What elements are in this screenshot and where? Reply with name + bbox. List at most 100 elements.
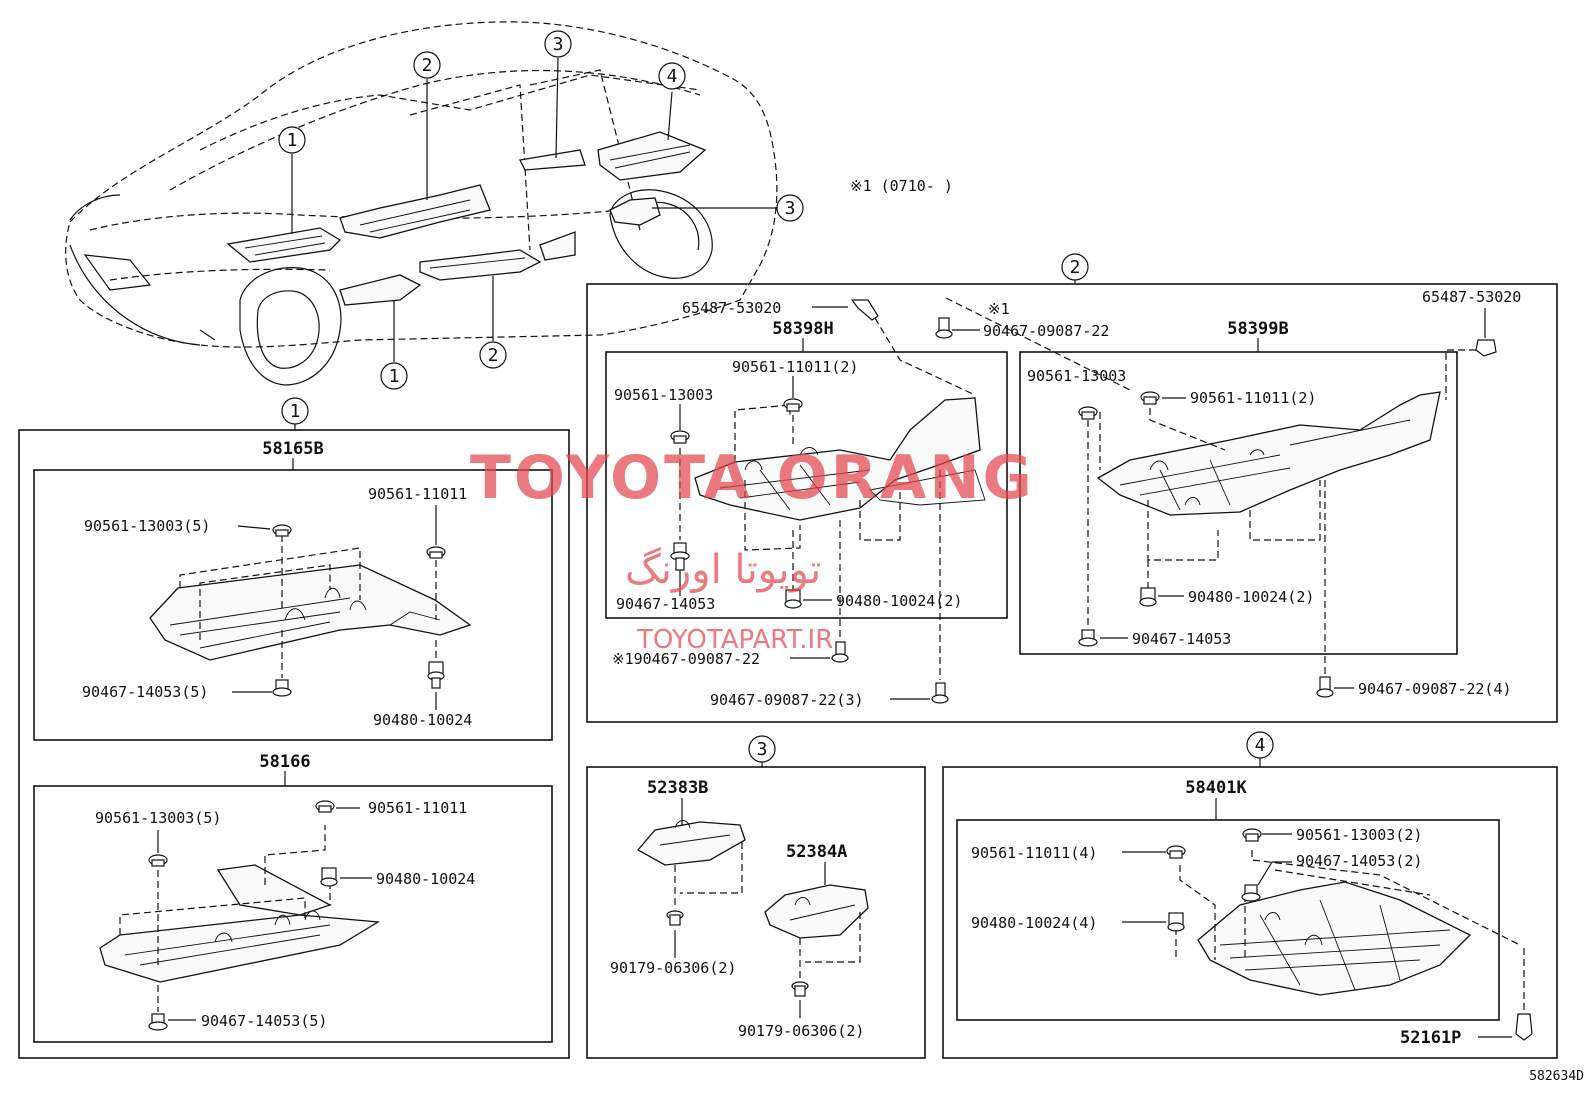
nut-90480-10024-b[interactable] — [320, 867, 338, 887]
label-65487-53020-left: 65487-53020 — [682, 299, 781, 317]
label-90480-10024: 90480-10024 — [373, 711, 472, 729]
clip-52161p[interactable] — [1515, 1013, 1533, 1041]
label-52161p: 52161P — [1400, 1028, 1461, 1048]
note-mark-prefix: ※1 — [612, 650, 634, 668]
nut-90480-10024-s2a[interactable] — [784, 589, 802, 609]
section-3-frame — [586, 766, 926, 1059]
clip-90467-09087-22-mid[interactable] — [831, 641, 849, 663]
label-90561-11011-b: 90561-11011 — [368, 799, 467, 817]
under-cover-58398h[interactable] — [694, 397, 981, 521]
section-3: 3 52383B 90179-06306(2) 52384A 90179-063… — [586, 735, 926, 1059]
overview-callout-2b[interactable]: 2 — [479, 341, 507, 369]
label-90467-09087-22-top: 90467-09087-22 — [983, 322, 1109, 340]
overview-callout-3[interactable]: 3 — [544, 30, 572, 58]
assy-58165b-header: 58165B — [262, 439, 323, 459]
bolt-90467-14053-s4[interactable] — [1241, 884, 1261, 902]
section-1-frame — [18, 429, 570, 1059]
label-90179-06306-2-a: 90179-06306(2) — [610, 959, 736, 977]
clip-90561-11011-s2b[interactable] — [1140, 391, 1160, 405]
overview-callout-3b[interactable]: 3 — [776, 194, 804, 222]
section-2-frame — [586, 283, 1558, 723]
clip-90561-11011-b[interactable] — [315, 800, 335, 813]
cover-52384a[interactable] — [764, 884, 869, 939]
figure-code: 582634D — [1529, 1069, 1584, 1084]
nut-90480-10024[interactable] — [427, 661, 445, 689]
label-90467-14053-2-s4: 90467-14053(2) — [1296, 852, 1422, 870]
overview-callout-2[interactable]: 2 — [413, 51, 441, 79]
watermark: TOYOTA ORANG تویوتا اورنگ TOYOTAPART.IR — [470, 443, 1035, 655]
overview-callout-1b[interactable]: 1 — [380, 362, 408, 390]
svg-text:1: 1 — [287, 130, 298, 151]
clip-90561-11011-s4[interactable] — [1166, 845, 1186, 859]
label-90480-10024-b: 90480-10024 — [376, 870, 475, 888]
svg-text:2: 2 — [422, 55, 433, 76]
clip-90561-11011-s2a[interactable] — [783, 398, 803, 412]
under-cover-58165b[interactable] — [149, 564, 472, 661]
clip-90179-06306-b[interactable] — [791, 981, 809, 997]
bolt-90467-14053[interactable] — [272, 679, 292, 697]
label-90480-10024-2-s2a: 90480-10024(2) — [836, 592, 962, 610]
clip-90561-13003-s2a[interactable] — [670, 430, 690, 444]
assy-58401k-header: 58401K — [1185, 778, 1247, 798]
label-90561-13003-2-s4: 90561-13003(2) — [1296, 826, 1422, 844]
clip-90561-13003-s4[interactable] — [1242, 828, 1262, 842]
assy-58166-frame — [33, 785, 553, 1043]
under-cover-58401k[interactable] — [1197, 881, 1472, 996]
watermark-main: TOYOTA ORANG — [470, 443, 1035, 513]
note-mark: ※1 — [988, 300, 1010, 318]
assy-58398h-frame — [605, 351, 1008, 619]
label-90561-13003-5-b: 90561-13003(5) — [95, 809, 221, 827]
svg-text:3: 3 — [553, 34, 564, 55]
label-90561-11011-2-s2a: 90561-11011(2) — [732, 358, 858, 376]
assy-58165b-frame — [33, 469, 553, 741]
clip-90561-11011[interactable] — [426, 546, 446, 559]
clip-90561-13003-s2b[interactable] — [1078, 406, 1098, 420]
svg-text:4: 4 — [667, 66, 678, 87]
section-3-marker: 3 — [757, 739, 768, 760]
overview-callout-4[interactable]: 4 — [658, 62, 686, 90]
cover-52383b[interactable] — [636, 821, 746, 866]
label-90467-09087-22-mid: 90467-09087-22 — [634, 650, 760, 668]
label-90480-10024-2-s2b: 90480-10024(2) — [1188, 588, 1314, 606]
svg-text:2: 2 — [488, 345, 499, 366]
label-90467-14053-5: 90467-14053(5) — [82, 683, 208, 701]
nut-90480-10024-s4[interactable] — [1167, 912, 1185, 932]
label-90467-09087-22-3: 90467-09087-22(3) — [710, 691, 864, 709]
clip-90467-09087-22-3[interactable] — [931, 682, 949, 704]
clip-90467-09087-22-top[interactable] — [935, 317, 953, 339]
clip-90179-06306-a[interactable] — [666, 910, 684, 926]
clip-90561-13003-b[interactable] — [148, 854, 168, 867]
label-90561-13003-s2b: 90561-13003 — [1027, 367, 1126, 385]
bolt-90467-14053-s2b[interactable] — [1078, 629, 1098, 647]
watermark-persian: تویوتا اورنگ — [625, 547, 821, 593]
clip-90467-09087-22-4[interactable] — [1316, 676, 1334, 698]
nut-90480-10024-s2b[interactable] — [1139, 587, 1157, 607]
assy-58398h-header: 58398H — [772, 319, 833, 339]
section-4: 4 58401K 90561-13003(2) 90561-11011(4) 9… — [942, 731, 1558, 1059]
section-4-marker: 4 — [1255, 735, 1266, 756]
label-90480-10024-4-s4: 90480-10024(4) — [971, 914, 1097, 932]
bolt-90467-14053-b[interactable] — [148, 1013, 168, 1031]
clip-65487-53020-left[interactable] — [850, 299, 879, 321]
under-cover-58399b[interactable] — [1096, 391, 1441, 516]
car-overview: 1 2 3 4 3 2 1 — [65, 21, 804, 390]
assy-58399b-header: 58399B — [1227, 319, 1288, 339]
applicability-note: ※1 (0710- ) — [850, 177, 953, 195]
bolt-90467-14053-s2a[interactable] — [670, 542, 690, 571]
assy-52384a-header: 52384A — [786, 842, 847, 862]
label-note-90467-09087-22: ※190467-09087-22 — [612, 650, 760, 668]
assy-52383b-header: 52383B — [647, 778, 708, 798]
overview-callout-1[interactable]: 1 — [278, 126, 306, 154]
clip-90561-13003[interactable] — [272, 524, 292, 537]
label-90561-11011: 90561-11011 — [368, 485, 467, 503]
svg-text:1: 1 — [389, 366, 400, 387]
section-1: 1 58165B 90561-13003(5) 90561-11011 9046… — [18, 397, 570, 1059]
label-90467-14053-5-b: 90467-14053(5) — [201, 1012, 327, 1030]
section-4-frame — [942, 766, 1558, 1059]
label-90561-11011-2-s2b: 90561-11011(2) — [1190, 389, 1316, 407]
assy-58166-header: 58166 — [259, 752, 310, 772]
clip-65487-53020-right[interactable] — [1475, 339, 1497, 357]
watermark-site: TOYOTAPART.IR — [636, 625, 833, 655]
